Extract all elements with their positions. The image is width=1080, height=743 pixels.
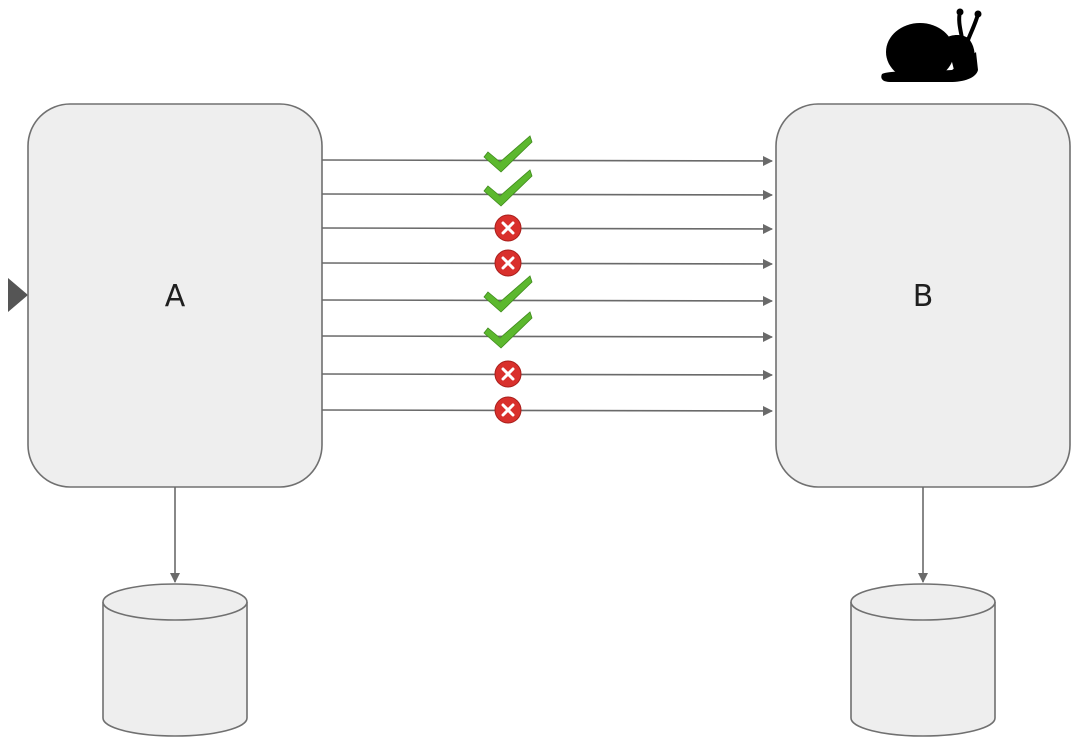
connections-group — [321, 135, 773, 424]
error-x-icon — [494, 396, 522, 424]
node-a[interactable]: A — [27, 103, 323, 488]
node-b[interactable]: B — [775, 103, 1071, 488]
checkmark-icon — [483, 275, 533, 313]
connection-arrow — [321, 331, 773, 342]
storage-b[interactable] — [850, 583, 996, 737]
connection-arrow — [321, 258, 773, 269]
connection-arrow — [321, 295, 773, 306]
checkmark-icon — [483, 135, 533, 173]
connection-arrow — [321, 223, 773, 234]
checkmark-icon — [483, 311, 533, 349]
node-a-label: A — [165, 279, 186, 314]
node-b-label: B — [913, 279, 934, 314]
error-x-icon — [494, 249, 522, 277]
snail-icon — [881, 8, 982, 82]
error-x-icon — [494, 360, 522, 388]
connection-arrow — [321, 405, 773, 416]
checkmark-icon — [483, 169, 533, 207]
connection-arrow — [321, 155, 773, 166]
storage-a[interactable] — [102, 583, 248, 737]
entry-arrow-icon — [8, 278, 28, 312]
connection-arrow — [321, 189, 773, 200]
connection-arrow — [321, 369, 773, 380]
error-x-icon — [494, 214, 522, 242]
